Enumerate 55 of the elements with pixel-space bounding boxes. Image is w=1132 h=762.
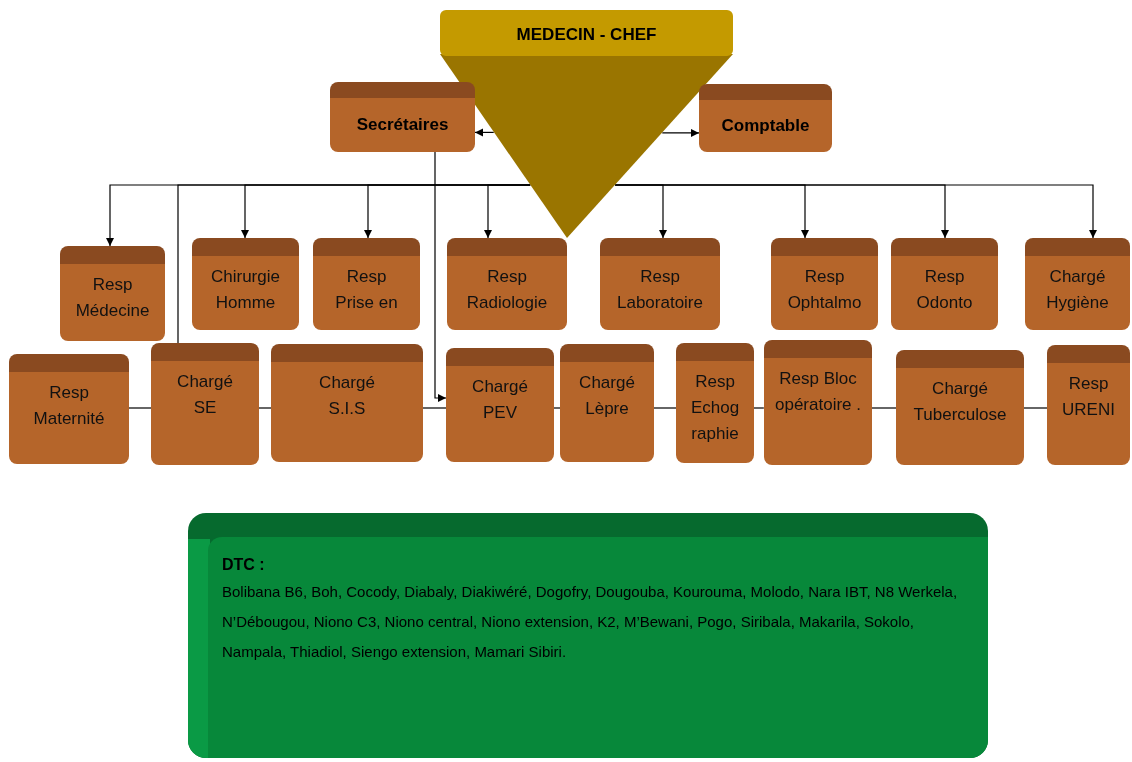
org-box: [271, 344, 423, 462]
org-box: [764, 340, 872, 465]
panel-text: Bolibana B6, Boh, Cocody, Diabaly, Diakiwéré, Dogofry, Dougouba, Kourouma, Molodo, Nara IBT, N8 Werkela, N’Débougou, Niono C3, Niono central, Niono extension, K2, M’Bewani, Pogo, Siribala, Makarila, Sokolo, Nampala, Thiadiol, Siengo extension, Mamari Sibiri.: [222, 582, 959, 662]
node-label: Resp Echog raphie: [689, 371, 741, 445]
org-box: [891, 238, 998, 330]
connector: [753, 407, 765, 409]
info-panel: [188, 513, 988, 758]
org-box: [699, 84, 832, 152]
node-label: Resp Ophtalmo: [786, 266, 863, 314]
connector: [1023, 407, 1048, 409]
node-label: Resp Odonto: [915, 266, 974, 314]
node-label: Chargé S.I.S: [318, 372, 376, 420]
node-label: Resp Laboratoire: [616, 266, 704, 314]
node-label: Chargé Tuberculose: [912, 378, 1008, 426]
org-box: [9, 354, 129, 464]
org-box: [896, 350, 1024, 465]
org-box: [192, 238, 299, 330]
org-box: [447, 238, 567, 330]
org-box: [446, 348, 554, 462]
node-label: Secrétaires: [356, 114, 449, 136]
org-box: [330, 82, 475, 152]
connector: [614, 184, 1098, 239]
connector: [871, 407, 897, 409]
connector: [434, 151, 447, 403]
node-label: Chargé Hygiène: [1045, 266, 1110, 314]
node-label: Chargé PEV: [471, 376, 529, 424]
node-label: Chargé SE: [176, 371, 234, 419]
org-box: [771, 238, 878, 330]
connector: [258, 407, 272, 409]
node-label: Resp Bloc opératoire .: [774, 368, 862, 416]
connector: [661, 128, 700, 138]
org-box: [676, 343, 754, 463]
node-label: Comptable: [721, 115, 810, 137]
connector: [483, 184, 531, 239]
node-label: Resp Radiologie: [465, 266, 549, 314]
node-label: Chirurgie Homme: [210, 266, 281, 314]
connector: [422, 407, 447, 409]
org-box: [560, 344, 654, 462]
org-box: [1047, 345, 1130, 465]
connector: [128, 407, 152, 409]
node-title: MEDECIN - CHEF: [516, 25, 657, 44]
connector: [474, 128, 495, 137]
node-label: Resp Maternité: [32, 382, 106, 430]
org-box: [313, 238, 420, 330]
connector: [553, 407, 561, 409]
org-box: [1025, 238, 1130, 330]
org-box: [60, 246, 165, 341]
connector: [653, 407, 677, 409]
org-box: [151, 343, 259, 465]
node-label: Chargé Lèpre: [578, 372, 636, 420]
node-label: Resp Prise en: [334, 266, 399, 314]
node-label: Resp URENI: [1061, 373, 1116, 421]
node-label: Resp Médecine: [74, 274, 151, 322]
org-box: [600, 238, 720, 330]
panel-heading: DTC :: [222, 555, 266, 575]
